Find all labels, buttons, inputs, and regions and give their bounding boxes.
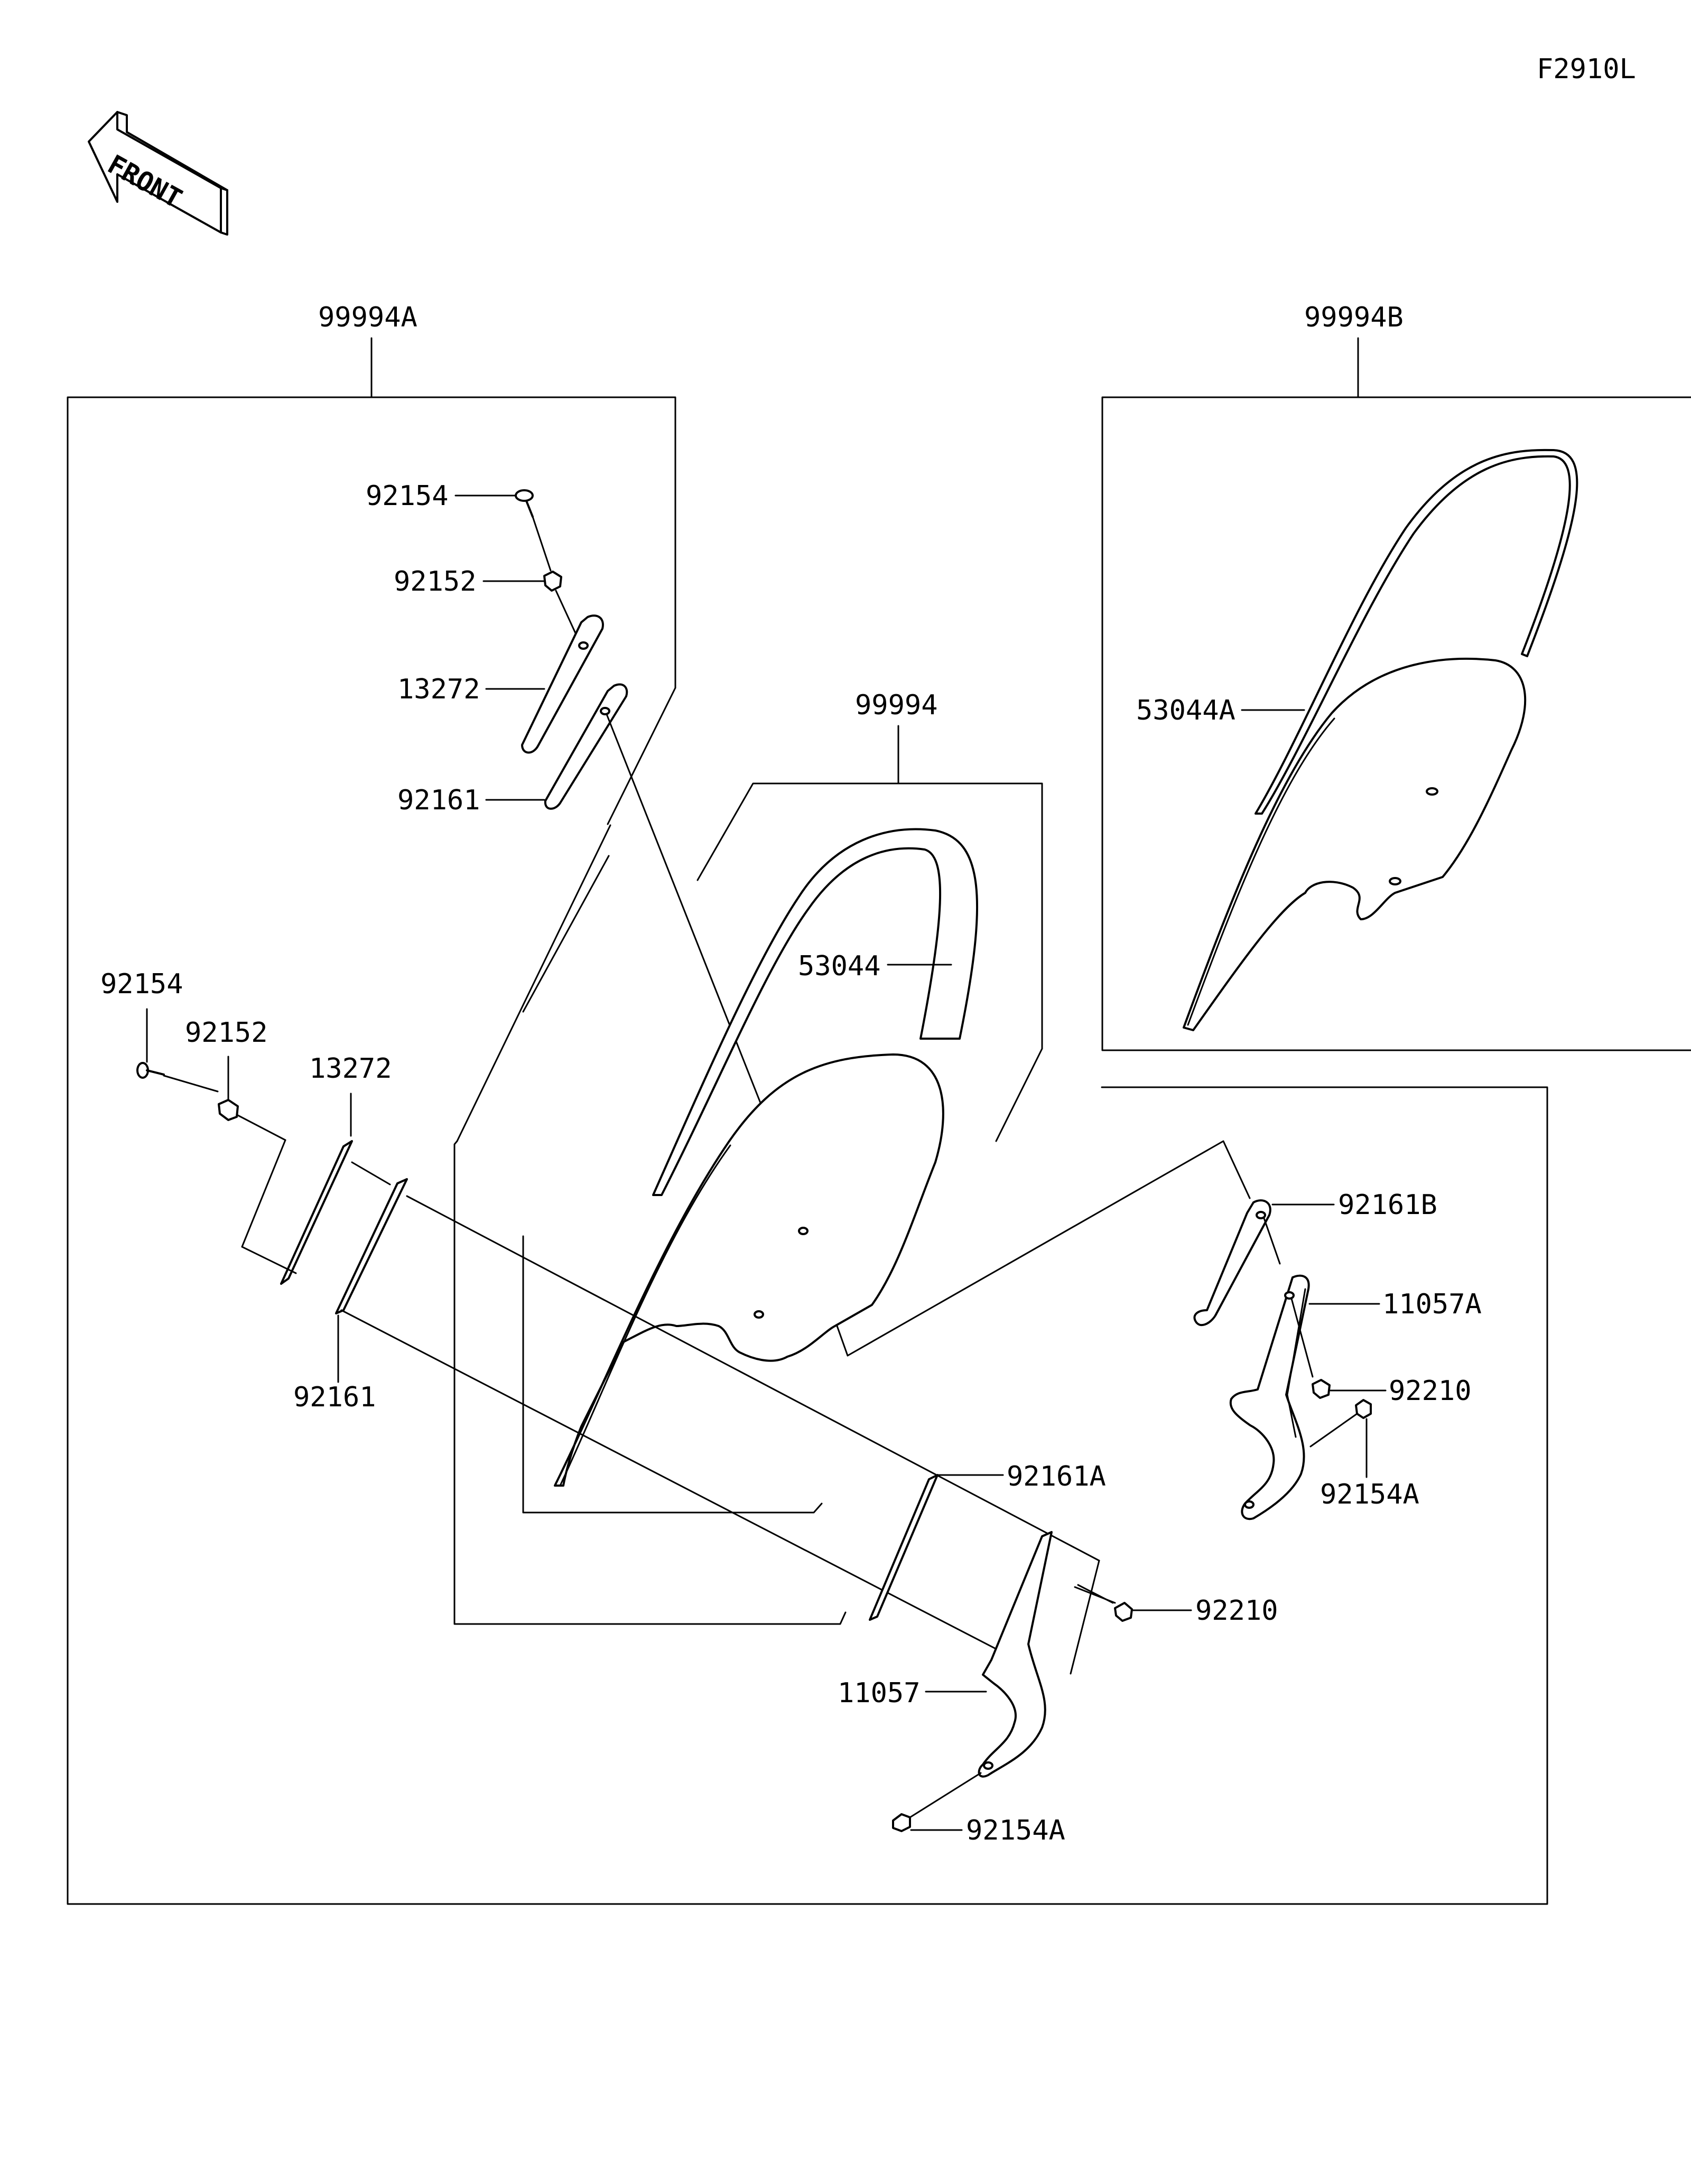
trim-53044-part xyxy=(652,828,979,1196)
windshield-b-part xyxy=(1183,657,1527,1031)
trim-53044a-part xyxy=(1255,449,1578,815)
plate-13272-top-part xyxy=(521,614,604,754)
label-11057[interactable]: 11057 xyxy=(838,1677,921,1709)
label-92152-left[interactable]: 92152 xyxy=(185,1017,268,1049)
bracket-11057a-part xyxy=(1229,1274,1310,1520)
nut-92210-center-part xyxy=(1114,1602,1133,1622)
nut-92152-left-part xyxy=(218,1099,239,1121)
label-92154a-center[interactable]: 92154A xyxy=(966,1815,1065,1846)
label-92210-right[interactable]: 92210 xyxy=(1389,1375,1472,1407)
windshield-main-part xyxy=(554,1053,944,1487)
bolt-92154a-center-part xyxy=(892,1813,911,1832)
screw-92154-left-part xyxy=(136,1062,165,1079)
gasket-92161a-part xyxy=(869,1474,939,1621)
plate-13272-left-part xyxy=(280,1140,353,1285)
nut-92152-top-part xyxy=(543,571,562,592)
label-92210-center[interactable]: 92210 xyxy=(1195,1595,1278,1627)
label-92154-top[interactable]: 92154 xyxy=(366,480,449,512)
front-arrow-icon: FRONT xyxy=(88,111,228,236)
label-92161b[interactable]: 92161B xyxy=(1338,1189,1437,1221)
label-13272-left[interactable]: 13272 xyxy=(309,1053,392,1085)
label-92152-top[interactable]: 92152 xyxy=(394,566,477,598)
label-13272-top[interactable]: 13272 xyxy=(397,674,480,705)
label-92154-left[interactable]: 92154 xyxy=(100,968,183,1000)
screw-92154-top-part xyxy=(515,489,534,518)
label-53044[interactable]: 53044 xyxy=(798,950,881,982)
box-99994b xyxy=(1101,396,1691,1051)
label-92161-top[interactable]: 92161 xyxy=(397,785,480,816)
bracket-11057-part xyxy=(978,1531,1053,1778)
box-99994 xyxy=(696,782,1043,1050)
diagram-code: F2910L xyxy=(1537,53,1636,85)
label-99994a[interactable]: 99994A xyxy=(318,302,417,333)
label-99994b[interactable]: 99994B xyxy=(1304,302,1404,333)
label-99994[interactable]: 99994 xyxy=(855,689,938,721)
gasket-92161-left-part xyxy=(335,1178,408,1314)
label-92154a-right[interactable]: 92154A xyxy=(1320,1479,1419,1510)
gasket-92161b-part xyxy=(1193,1199,1271,1327)
bolt-92154a-right-part xyxy=(1355,1399,1372,1419)
label-92161a[interactable]: 92161A xyxy=(1007,1461,1106,1492)
box-99994a xyxy=(67,396,1548,1905)
nut-92210-right-part xyxy=(1312,1379,1331,1399)
label-11057a[interactable]: 11057A xyxy=(1382,1289,1482,1320)
label-92161-left[interactable]: 92161 xyxy=(293,1382,376,1413)
label-53044a[interactable]: 53044A xyxy=(1136,695,1235,726)
